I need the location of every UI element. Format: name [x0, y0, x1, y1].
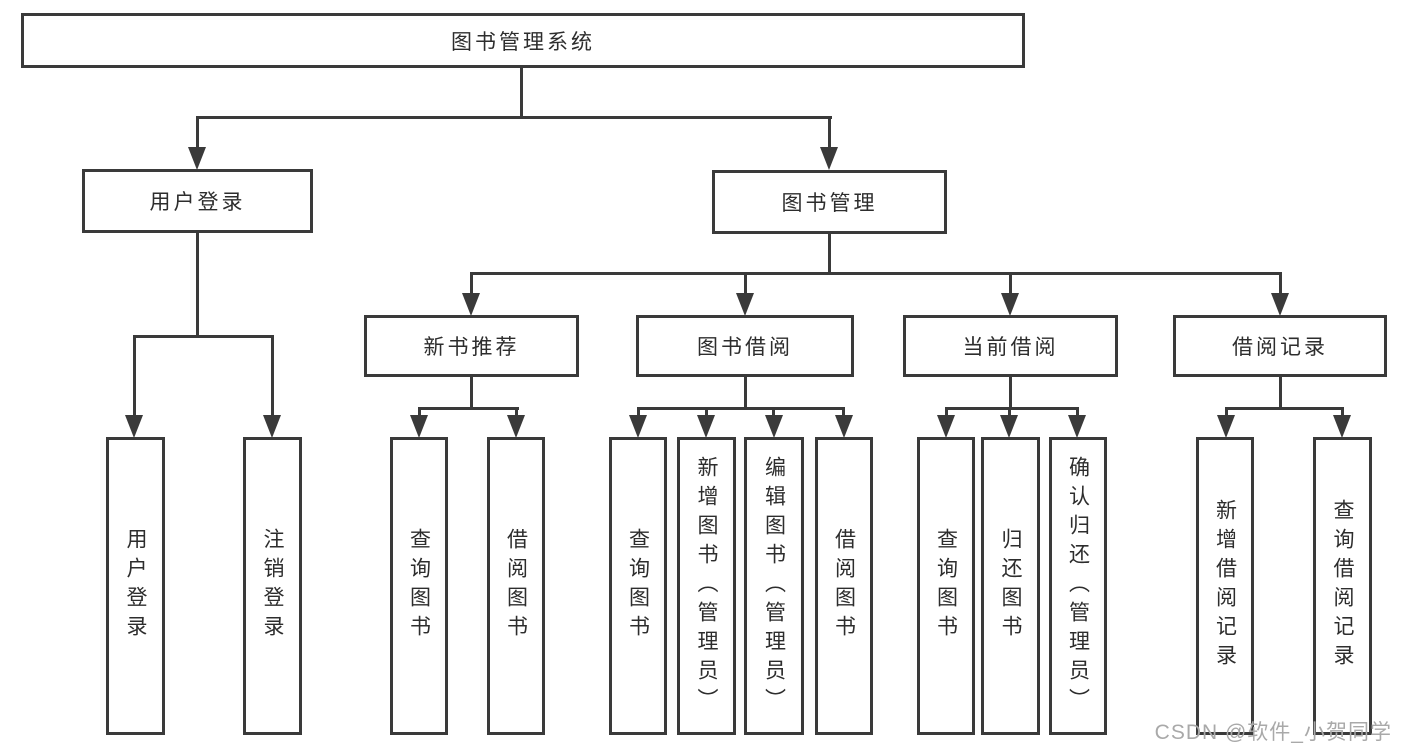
arrowhead-down-icon: [1068, 415, 1086, 438]
node-user-login-label: 用户登录: [149, 191, 246, 214]
arrowhead-down-icon: [736, 293, 754, 316]
leaf-return-books-label: 归还图书: [999, 528, 1022, 644]
connector-new-book-stem: [470, 377, 473, 409]
node-book-borrow-label: 图书借阅: [697, 336, 793, 359]
leaf-query-borrow-record-label: 查询借阅记录: [1331, 499, 1354, 673]
leaf-edit-books-admin: 编辑图书（管理员）: [744, 437, 804, 735]
arrowhead-down-icon: [507, 415, 525, 438]
leaf-query-books-recommend-label: 查询图书: [407, 528, 431, 644]
node-current-borrow-label: 当前借阅: [962, 336, 1059, 359]
connector-leaf-drop: [772, 407, 775, 416]
arrowhead-down-icon: [125, 415, 143, 438]
connector-book-mgmt-stem: [828, 234, 831, 274]
arrowhead-down-icon: [1000, 415, 1018, 438]
node-user-login: 用户登录: [82, 169, 313, 233]
connector-level2-branch: [196, 116, 832, 119]
connector-book-mgmt-drop: [828, 116, 831, 148]
connector-leaf-drop: [705, 407, 708, 416]
node-book-borrow: 图书借阅: [636, 315, 854, 377]
leaf-user-login: 用户登录: [106, 437, 165, 735]
leaf-query-borrow-record: 查询借阅记录: [1313, 437, 1372, 735]
connector-leaf-drop: [418, 407, 421, 416]
arrowhead-down-icon: [462, 293, 480, 316]
connector-current-borrow-stem: [1009, 377, 1012, 409]
leaf-borrow-books-recommend: 借阅图书: [487, 437, 545, 735]
connector-leaf-drop: [842, 407, 845, 416]
node-book-mgmt-label: 图书管理: [781, 192, 878, 215]
leaf-add-books-admin-label: 新增图书（管理员）: [695, 455, 718, 717]
connector-leaf-drop: [1279, 272, 1282, 294]
connector-book-borrow-stem: [744, 377, 747, 409]
arrowhead-down-icon: [765, 415, 783, 438]
arrowhead-down-icon: [263, 415, 281, 438]
arrowhead-down-icon: [937, 415, 955, 438]
leaf-borrow-books-label: 借阅图书: [832, 528, 856, 644]
node-root-label: 图书管理系统: [451, 30, 595, 54]
connector-leaf-drop: [1008, 407, 1011, 416]
arrowhead-down-icon: [1001, 293, 1019, 316]
leaf-user-login-label: 用户登录: [124, 528, 147, 644]
leaf-borrow-books-recommend-label: 借阅图书: [504, 528, 528, 644]
leaf-query-books-borrow-label: 查询图书: [626, 528, 650, 644]
arrowhead-down-icon: [188, 147, 206, 170]
node-new-book-recommend-label: 新书推荐: [423, 336, 520, 359]
leaf-query-books-borrow: 查询图书: [609, 437, 667, 735]
arrowhead-down-icon: [1271, 293, 1289, 316]
connector-new-book-branch: [418, 407, 519, 410]
node-new-book-recommend: 新书推荐: [364, 315, 579, 377]
connector-current-borrow-branch: [945, 407, 1079, 410]
connector-root-stem: [520, 68, 523, 116]
arrowhead-down-icon: [820, 147, 838, 170]
connector-leaf-drop: [1009, 272, 1012, 294]
connector-leaf-drop: [271, 335, 274, 416]
arrowhead-down-icon: [835, 415, 853, 438]
leaf-logout-label: 注销登录: [261, 528, 284, 644]
connector-leaf-drop: [470, 272, 473, 294]
connector-borrow-records-branch: [1225, 407, 1344, 410]
arrowhead-down-icon: [410, 415, 428, 438]
leaf-query-books-current: 查询图书: [917, 437, 975, 735]
connector-leaf-drop: [1341, 407, 1344, 416]
connector-leaf-drop: [1225, 407, 1228, 416]
connector-leaf-drop: [1076, 407, 1079, 416]
leaf-query-books-recommend: 查询图书: [390, 437, 448, 735]
node-current-borrow: 当前借阅: [903, 315, 1118, 377]
node-book-mgmt: 图书管理: [712, 170, 947, 234]
arrowhead-down-icon: [629, 415, 647, 438]
leaf-confirm-return-admin: 确认归还（管理员）: [1049, 437, 1107, 735]
leaf-borrow-books: 借阅图书: [815, 437, 873, 735]
watermark-text: CSDN @软件_小贺同学: [1154, 721, 1392, 744]
connector-user-login-stem: [196, 233, 199, 337]
arrowhead-down-icon: [697, 415, 715, 438]
connector-borrow-records-stem: [1279, 377, 1282, 409]
leaf-confirm-return-admin-label: 确认归还（管理员）: [1066, 455, 1090, 717]
connector-user-login-drop: [196, 116, 199, 148]
connector-leaf-drop: [744, 272, 747, 294]
arrowhead-down-icon: [1217, 415, 1235, 438]
connector-leaf-drop: [945, 407, 948, 416]
node-root: 图书管理系统: [21, 13, 1025, 68]
connector-user-login-branch: [133, 335, 274, 338]
leaf-add-books-admin: 新增图书（管理员）: [677, 437, 736, 735]
connector-level3-branch: [470, 272, 1282, 275]
leaf-add-borrow-record-label: 新增借阅记录: [1213, 499, 1237, 673]
leaf-return-books: 归还图书: [981, 437, 1040, 735]
node-borrow-records-label: 借阅记录: [1232, 336, 1328, 359]
node-borrow-records: 借阅记录: [1173, 315, 1387, 377]
leaf-edit-books-admin-label: 编辑图书（管理员）: [762, 455, 786, 717]
leaf-query-books-current-label: 查询图书: [934, 528, 958, 644]
arrowhead-down-icon: [1333, 415, 1351, 438]
connector-leaf-drop: [515, 407, 518, 416]
connector-book-borrow-branch: [637, 407, 845, 410]
connector-leaf-drop: [637, 407, 640, 416]
leaf-logout: 注销登录: [243, 437, 302, 735]
connector-leaf-drop: [133, 335, 136, 416]
leaf-add-borrow-record: 新增借阅记录: [1196, 437, 1254, 735]
